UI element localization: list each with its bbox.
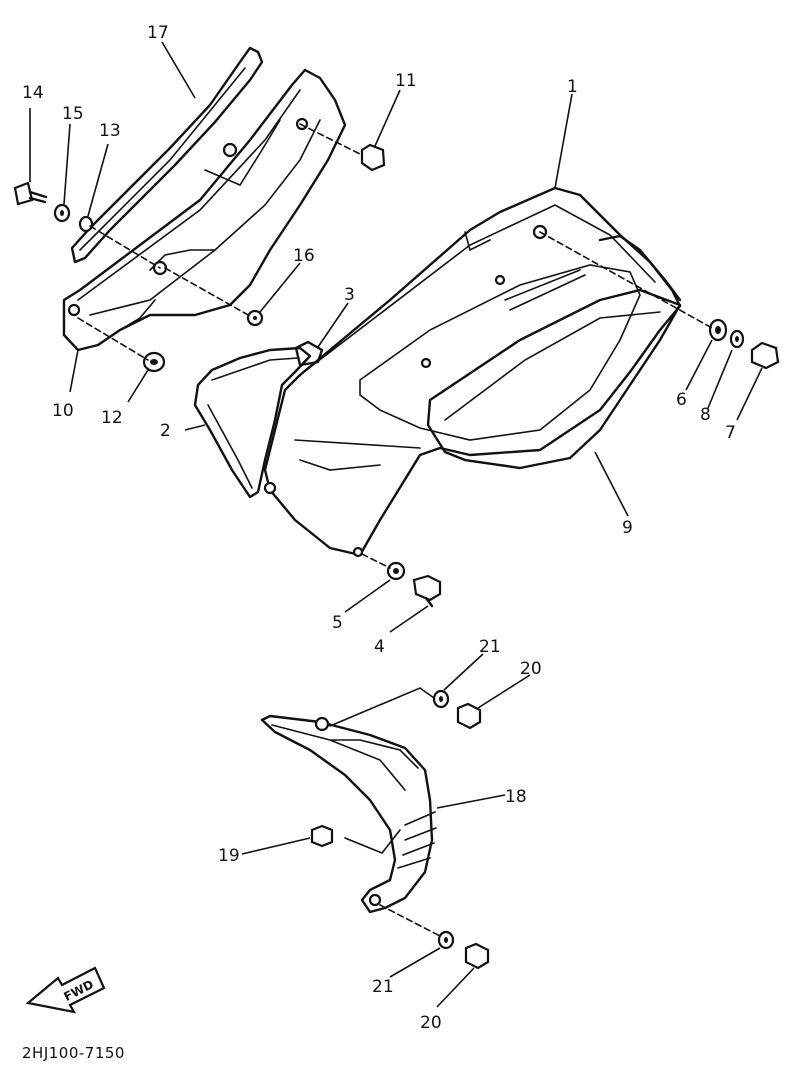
callout-16: 16 xyxy=(293,246,315,266)
washer-5 xyxy=(386,561,406,581)
fwd-arrow-icon: FWD xyxy=(25,966,106,1014)
trim-strip-17 xyxy=(70,46,264,264)
leader-lines xyxy=(29,41,763,1008)
grommet-11 xyxy=(360,143,386,172)
callout-13: 13 xyxy=(99,121,121,141)
callout-10: 10 xyxy=(52,401,74,421)
screw-20-upper xyxy=(456,702,482,730)
callout-labels: 17 14 15 13 11 1 16 3 2 10 12 6 8 7 9 5 … xyxy=(22,23,736,1033)
callout-20-upper: 20 xyxy=(520,659,542,679)
callout-14: 14 xyxy=(22,83,44,103)
bolt-14 xyxy=(13,181,48,206)
screw-7 xyxy=(750,341,780,370)
callout-21-upper: 21 xyxy=(479,637,501,657)
clip-3 xyxy=(294,340,324,367)
washer-6 xyxy=(708,318,728,342)
callout-7: 7 xyxy=(725,423,736,443)
screw-20-lower xyxy=(464,942,490,970)
side-cover-1 xyxy=(263,186,682,558)
callout-9: 9 xyxy=(622,518,633,538)
callout-8: 8 xyxy=(700,405,711,425)
diagram-code: 2HJ100-7150 xyxy=(22,1044,125,1062)
callout-1: 1 xyxy=(567,77,578,97)
callout-3: 3 xyxy=(344,285,355,305)
grommet-12 xyxy=(142,351,166,373)
callout-15: 15 xyxy=(62,104,84,124)
washer-21-lower xyxy=(437,930,455,950)
callout-21-lower: 21 xyxy=(372,977,394,997)
grommet-19 xyxy=(310,824,334,848)
washer-21-upper xyxy=(432,689,450,709)
washer-16 xyxy=(246,309,264,327)
callout-20-lower: 20 xyxy=(420,1013,442,1033)
callout-4: 4 xyxy=(374,637,385,657)
screw-4 xyxy=(412,574,442,608)
callout-19: 19 xyxy=(218,846,240,866)
washer-13 xyxy=(78,215,94,233)
callout-6: 6 xyxy=(676,390,687,410)
inner-panel-2 xyxy=(193,346,312,499)
callout-5: 5 xyxy=(332,613,343,633)
callout-2: 2 xyxy=(160,421,171,441)
callout-11: 11 xyxy=(395,71,417,91)
washer-15 xyxy=(53,203,71,223)
callout-17: 17 xyxy=(147,23,169,43)
washer-8 xyxy=(729,329,745,349)
callout-12: 12 xyxy=(101,408,123,428)
emblem-trim-9 xyxy=(426,234,682,470)
lower-cover-18 xyxy=(260,714,437,914)
callout-18: 18 xyxy=(505,787,527,807)
